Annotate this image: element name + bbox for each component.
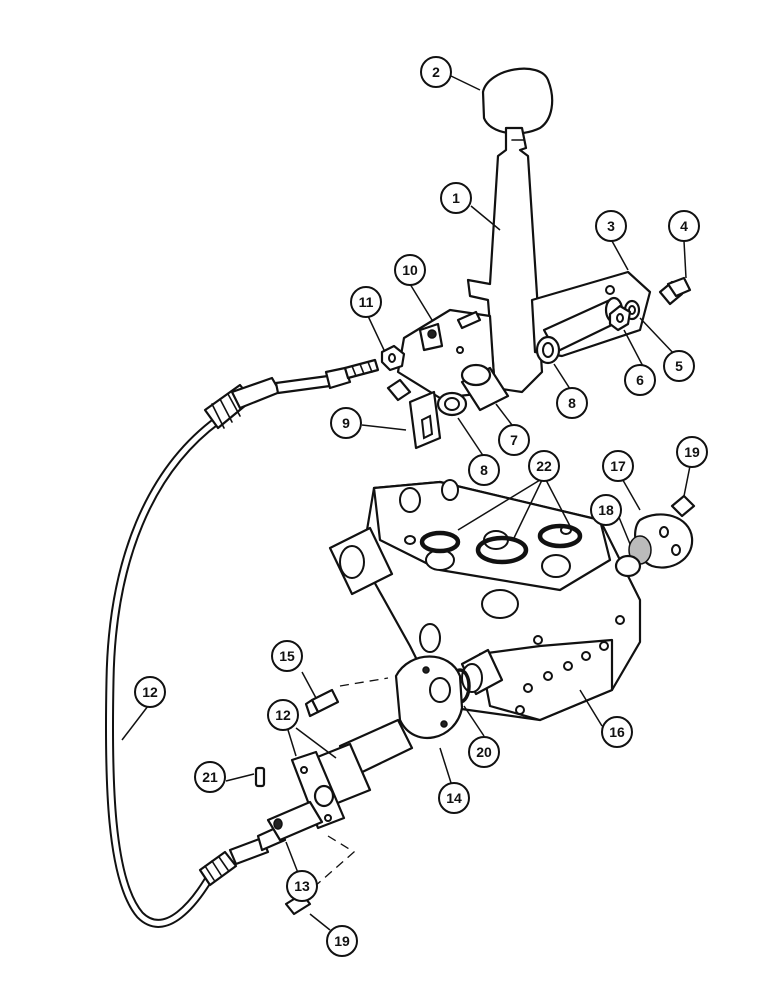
nut-6 bbox=[608, 304, 632, 332]
bolt-10 bbox=[418, 322, 444, 352]
callout-22: 22 bbox=[528, 450, 560, 482]
flange-block-14 bbox=[394, 655, 464, 739]
washer-8-left bbox=[436, 391, 468, 417]
svg-text:3: 3 bbox=[607, 218, 615, 234]
callout-3: 3 bbox=[595, 210, 627, 242]
svg-text:1: 1 bbox=[452, 190, 460, 206]
callout-19-lower: 19 bbox=[326, 925, 358, 957]
washer-8-right bbox=[535, 335, 561, 365]
svg-text:10: 10 bbox=[402, 262, 418, 278]
svg-text:14: 14 bbox=[446, 790, 462, 806]
callout-4: 4 bbox=[668, 210, 700, 242]
callout-9: 9 bbox=[330, 407, 362, 439]
svg-text:7: 7 bbox=[510, 432, 518, 448]
svg-text:12: 12 bbox=[275, 707, 291, 723]
callout-13: 13 bbox=[286, 870, 318, 902]
svg-text:13: 13 bbox=[294, 878, 310, 894]
pin-21 bbox=[254, 766, 266, 788]
svg-text:4: 4 bbox=[680, 218, 688, 234]
dashed-assembly-lines bbox=[305, 677, 389, 895]
svg-text:6: 6 bbox=[636, 372, 644, 388]
o-ring-right bbox=[537, 523, 583, 549]
callout-2: 2 bbox=[420, 56, 452, 88]
o-ring-left bbox=[419, 530, 461, 554]
control-knob bbox=[481, 67, 554, 135]
callout-17: 17 bbox=[602, 450, 634, 482]
callout-11: 11 bbox=[350, 286, 382, 318]
svg-text:16: 16 bbox=[609, 724, 625, 740]
callout-18: 18 bbox=[590, 494, 622, 526]
svg-text:17: 17 bbox=[610, 458, 626, 474]
svg-text:19: 19 bbox=[684, 444, 700, 460]
svg-text:18: 18 bbox=[598, 502, 614, 518]
o-ring-middle bbox=[475, 535, 529, 565]
svg-text:20: 20 bbox=[476, 744, 492, 760]
callout-8-right: 8 bbox=[556, 387, 588, 419]
callout-12-cable: 12 bbox=[134, 676, 166, 708]
callout-7: 7 bbox=[498, 424, 530, 456]
callout-14: 14 bbox=[438, 782, 470, 814]
clevis-13 bbox=[266, 800, 324, 842]
svg-text:15: 15 bbox=[279, 648, 295, 664]
valve-body bbox=[328, 479, 642, 722]
svg-text:8: 8 bbox=[480, 462, 488, 478]
bolt-19-upper bbox=[670, 494, 696, 518]
callout-15: 15 bbox=[271, 640, 303, 672]
cable-lower-end-fitting bbox=[198, 824, 287, 887]
callout-19-upper: 19 bbox=[676, 436, 708, 468]
svg-text:21: 21 bbox=[202, 769, 218, 785]
svg-text:22: 22 bbox=[536, 458, 552, 474]
callout-5: 5 bbox=[663, 350, 695, 382]
bolt-15 bbox=[304, 688, 340, 718]
callout-1: 1 bbox=[440, 182, 472, 214]
callout-16: 16 bbox=[601, 716, 633, 748]
svg-text:9: 9 bbox=[342, 415, 350, 431]
callout-6: 6 bbox=[624, 364, 656, 396]
stud-pin bbox=[456, 310, 482, 330]
callout-8-left: 8 bbox=[468, 454, 500, 486]
callout-12-housing: 12 bbox=[267, 699, 299, 731]
svg-text:8: 8 bbox=[568, 395, 576, 411]
svg-text:2: 2 bbox=[432, 64, 440, 80]
bolt-4 bbox=[658, 276, 692, 306]
spool-end-18 bbox=[614, 535, 652, 578]
bushing-7 bbox=[460, 363, 510, 412]
cable-upper-end-fitting bbox=[203, 358, 380, 430]
svg-text:11: 11 bbox=[359, 294, 374, 310]
nut-11 bbox=[380, 344, 406, 372]
svg-text:12: 12 bbox=[142, 684, 158, 700]
callout-21: 21 bbox=[194, 761, 226, 793]
callout-20: 20 bbox=[468, 736, 500, 768]
svg-text:5: 5 bbox=[675, 358, 683, 374]
svg-text:19: 19 bbox=[334, 933, 350, 949]
callout-10: 10 bbox=[394, 254, 426, 286]
control-cable bbox=[104, 415, 223, 928]
spring-clip bbox=[408, 390, 442, 450]
